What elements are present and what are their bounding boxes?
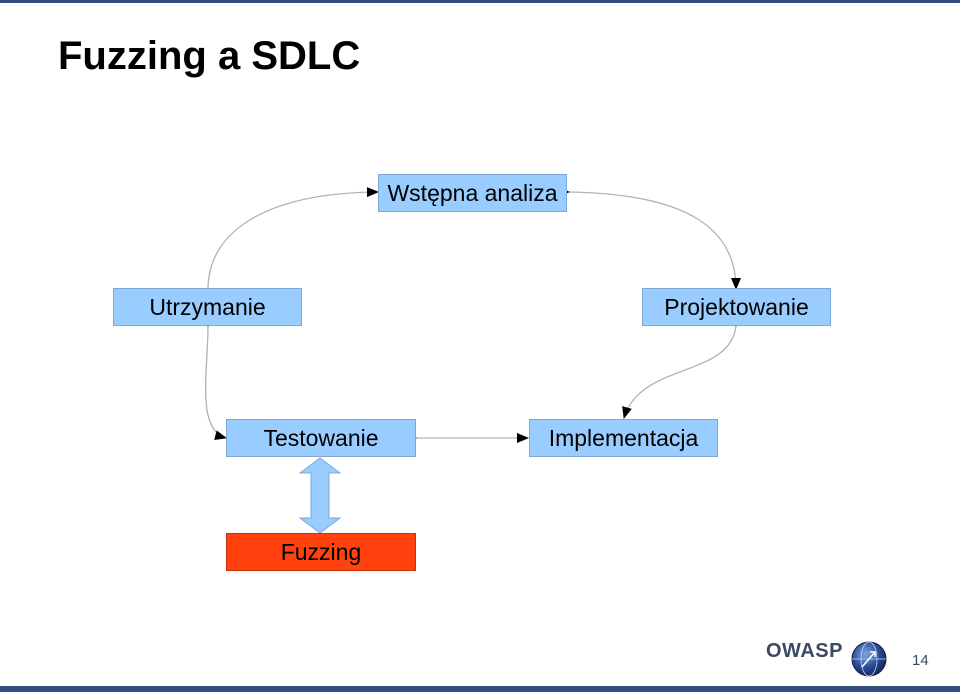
- node-wstepna-analiza: Wstępna analiza: [378, 174, 567, 212]
- node-fuzzing-label: Fuzzing: [280, 538, 362, 565]
- connector-projektowanie-implementacja: [622, 314, 743, 419]
- connector-utrzymanie-testowanie: [203, 314, 227, 440]
- node-wstepna-analiza-label: Wstępna analiza: [387, 179, 558, 206]
- globe-icon: [851, 641, 887, 677]
- double-arrow-testowanie-fuzzing: [298, 457, 342, 534]
- node-implementacja: Implementacja: [529, 419, 718, 457]
- node-testowanie: Testowanie: [226, 419, 416, 457]
- node-testowanie-label: Testowanie: [263, 424, 379, 451]
- connector-wstepna-projektowanie: [557, 186, 741, 290]
- node-implementacja-label: Implementacja: [548, 424, 699, 451]
- connector-utrzymanie-wstepna: [202, 187, 379, 301]
- owasp-logo-text: OWASP: [766, 640, 843, 662]
- top-rule: [0, 0, 960, 3]
- owasp-logo: OWASP: [766, 640, 843, 663]
- node-fuzzing: Fuzzing: [226, 533, 416, 571]
- node-utrzymanie-label: Utrzymanie: [149, 293, 266, 320]
- page-number: 14: [912, 652, 929, 669]
- node-projektowanie-label: Projektowanie: [664, 293, 809, 320]
- bottom-rule: [0, 686, 960, 692]
- node-projektowanie: Projektowanie: [642, 288, 831, 326]
- node-utrzymanie: Utrzymanie: [113, 288, 302, 326]
- slide-title: Fuzzing a SDLC: [58, 34, 361, 78]
